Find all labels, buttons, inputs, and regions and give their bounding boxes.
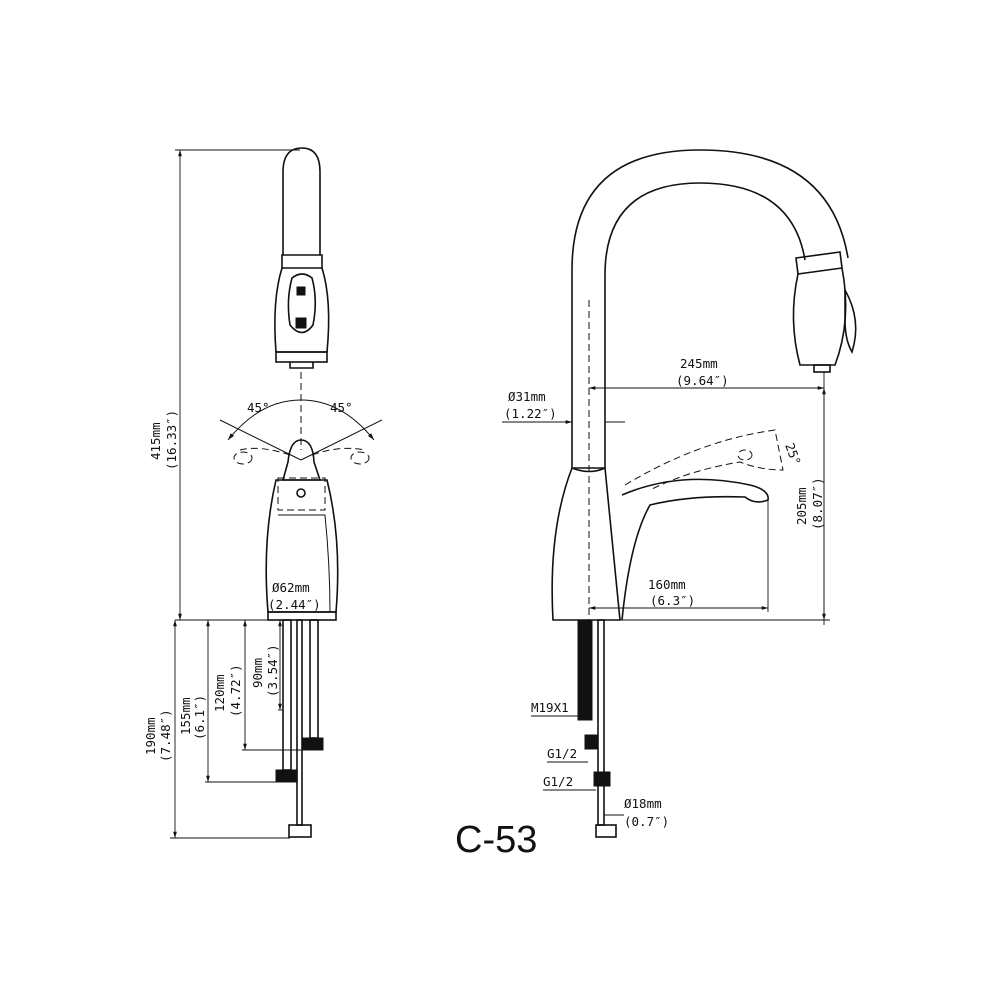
dim-245-label: 245mm [680, 356, 718, 371]
dim-155-label: 155mm [178, 697, 193, 735]
inlet-pipe-right [309, 619, 319, 739]
base [267, 611, 337, 621]
thread-label: M19X1 [531, 700, 569, 715]
inlet-pipe-left [282, 619, 292, 771]
angle-left-label: 45° [247, 400, 270, 415]
dim-120-label: 120mm [212, 674, 227, 712]
handle-lever [281, 439, 322, 481]
dim-205-label: 205mm [794, 487, 809, 525]
inlet-1-label: G1/2 [547, 746, 577, 761]
dim-90-label: 90mm [250, 658, 265, 688]
spout-diameter: Ø31mm [508, 389, 546, 404]
spout-inner [604, 182, 806, 468]
angle-line-right [300, 419, 383, 461]
spray-head [274, 267, 330, 353]
spray-icon-bottom [295, 317, 307, 329]
side-view: 25° M19X1 G1/2 G1/2 Ø18mm (0.7″) 245mm (… [502, 149, 857, 838]
dim-205-in: (8.07″) [810, 477, 825, 530]
hose-diameter-in: (0.7″) [624, 814, 669, 829]
front-view: 45° 45° Ø62mm (2.44″) 415mm (16.33″) 19 [143, 147, 383, 839]
spout-tube [282, 147, 321, 255]
dim-415-in: (16.33″) [164, 410, 179, 470]
dim-90-in: (3.54″) [265, 644, 280, 697]
base-diameter-in: (2.44″) [268, 597, 321, 612]
model-label: C-53 [455, 819, 537, 861]
dim-120-in: (4.72″) [228, 664, 243, 717]
side-spray-head [792, 267, 847, 366]
inlet-fitting-left [275, 769, 297, 783]
threaded-shank [577, 619, 593, 721]
aerator-outlet [289, 362, 314, 369]
spray-icon-top [296, 286, 306, 296]
handle-rotated-outline [239, 447, 366, 456]
spray-button [287, 273, 317, 334]
spray-head-collar [281, 254, 323, 269]
side-handle [621, 478, 769, 621]
hose-fitting [288, 824, 312, 838]
side-hose [597, 619, 605, 826]
arc-right [300, 399, 375, 441]
side-spray-collar [795, 251, 843, 275]
side-inlet-2 [593, 771, 611, 787]
side-spray-button [844, 286, 857, 354]
dim-160-in: (6.3″) [650, 593, 695, 608]
arc-left [227, 399, 302, 441]
spout-outer [571, 149, 849, 468]
side-handle-lifted [624, 429, 784, 491]
dim-245-in: (9.64″) [676, 373, 729, 388]
dim-155-in: (6.1″) [192, 695, 207, 740]
side-body [551, 467, 621, 621]
base-diameter: Ø62mm [272, 580, 310, 595]
side-hose-fitting [595, 824, 617, 838]
side-inlet-1 [584, 734, 598, 750]
handle-angle-label: 25° [782, 441, 804, 467]
angle-line-left [219, 419, 302, 461]
dim-160-label: 160mm [648, 577, 686, 592]
spout-diameter-in: (1.22″) [504, 406, 557, 421]
dim-190-label: 190mm [143, 717, 158, 755]
angle-right-label: 45° [330, 400, 353, 415]
dim-415-label: 415mm [148, 422, 163, 460]
inlet-fitting-right [302, 737, 324, 751]
hose-pipe [296, 619, 303, 826]
inlet-2-label: G1/2 [543, 774, 573, 789]
aerator-ring [275, 351, 328, 363]
hose-diameter: Ø18mm [624, 796, 662, 811]
dim-190-in: (7.48″) [158, 709, 173, 762]
